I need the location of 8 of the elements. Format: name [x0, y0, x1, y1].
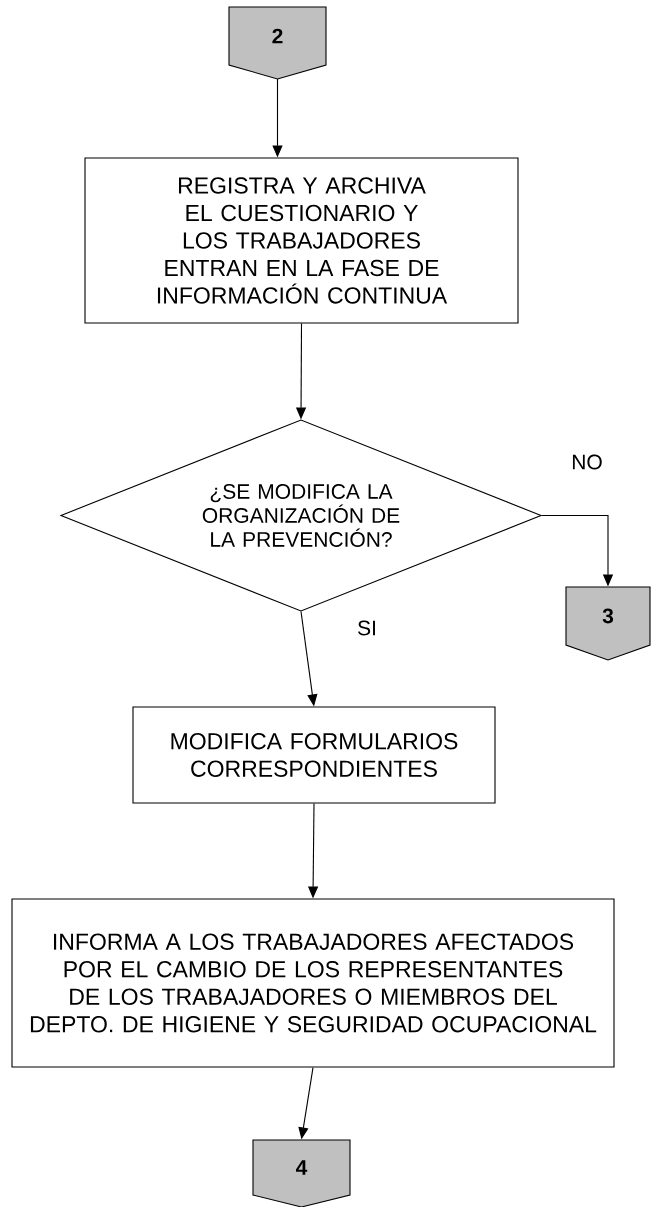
edge-label: SI	[356, 619, 378, 637]
connector-pentagon: 3	[565, 586, 651, 661]
connector-pentagon: 2	[228, 6, 327, 80]
connector-pentagon: 4	[252, 1139, 351, 1207]
process-box: MODIFICA FORMULARIOS CORRESPONDIENTES	[132, 706, 496, 804]
edge-label: NO	[570, 453, 604, 471]
process-box: INFORMA A LOS TRABAJADORES AFECTADOS POR EL CAMBIO DE LOS REPRESENTANTES DE LOS TRABAJADORES O MIEMBROS DEL DEPTO. DE HIGIENE Y SEGURIDAD OCUPACIONAL	[11, 898, 615, 1068]
process-box: REGISTRA Y ARCHIVA EL CUESTIONARIO Y LOS TRABAJADORES ENTRAN EN LA FASE DE INFORMACIÓN CONTINUA	[84, 157, 519, 324]
